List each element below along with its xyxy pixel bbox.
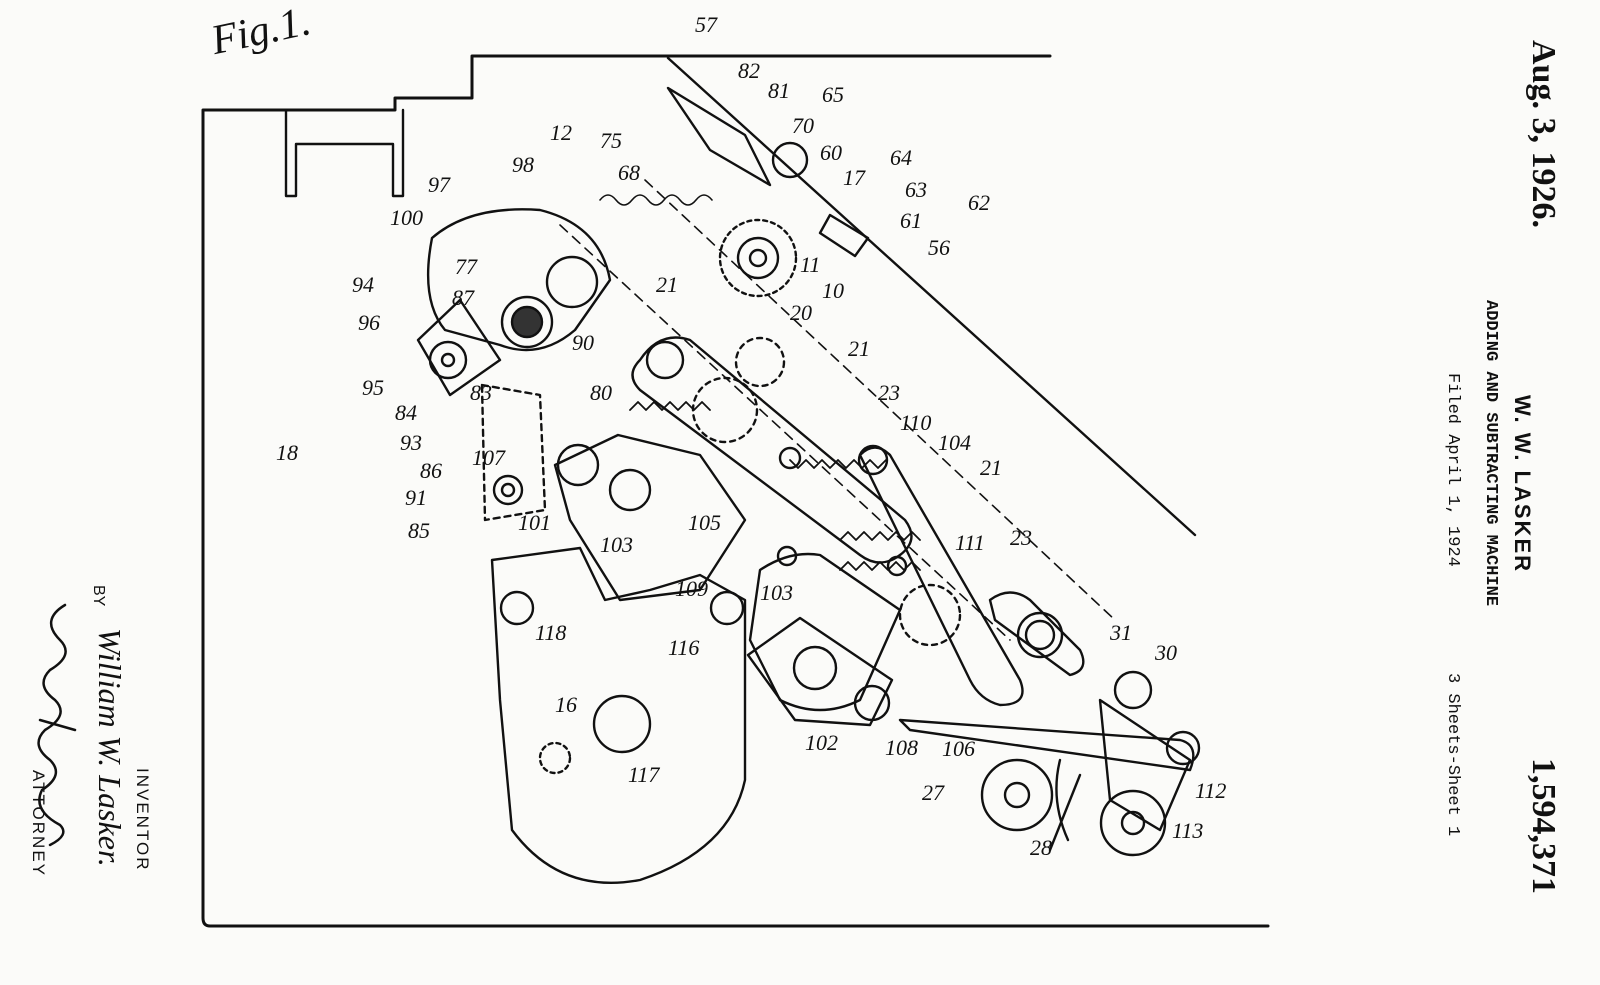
ref-70: 70 <box>792 113 814 138</box>
ref-103a: 103 <box>600 532 633 557</box>
ref-27: 27 <box>922 780 945 805</box>
ref-85: 85 <box>408 518 430 543</box>
inventor-label: INVENTOR <box>133 768 152 872</box>
ref-82: 82 <box>738 58 760 83</box>
ref-28: 28 <box>1030 835 1052 860</box>
ref-75: 75 <box>600 128 622 153</box>
ref-81: 81 <box>768 78 790 103</box>
frame-outline <box>201 54 1270 928</box>
ref-64: 64 <box>890 145 912 170</box>
ref-90: 90 <box>572 330 594 355</box>
ref-84: 84 <box>395 400 417 425</box>
ref-96: 96 <box>358 310 380 335</box>
inventor-header-name: W. W. LASKER <box>1510 395 1535 573</box>
ref-65: 65 <box>822 82 844 107</box>
ref-23a: 23 <box>878 380 900 405</box>
patent-number: 1,594,371 <box>1525 758 1562 894</box>
ref-100: 100 <box>390 205 423 230</box>
attorney-signature <box>37 603 77 847</box>
ref-17: 17 <box>843 165 866 190</box>
ref-80: 80 <box>590 380 612 405</box>
ref-98: 98 <box>512 152 534 177</box>
by-label: BY <box>90 585 107 607</box>
ref-106: 106 <box>942 736 975 761</box>
ref-56: 56 <box>928 235 950 260</box>
ref-93: 93 <box>400 430 422 455</box>
ref-77: 77 <box>455 254 478 279</box>
ref-57: 57 <box>695 12 718 37</box>
ref-30: 30 <box>1154 640 1177 665</box>
ref-83: 83 <box>470 380 492 405</box>
ref-21a: 21 <box>656 272 678 297</box>
ref-21c: 21 <box>980 455 1002 480</box>
patent-title: ADDING AND SUBTRACTING MACHINE <box>1481 300 1500 607</box>
ref-12: 12 <box>550 120 572 145</box>
ref-91: 91 <box>405 485 427 510</box>
sheet-count: 3 Sheets-Sheet 1 <box>1443 673 1462 837</box>
ref-112: 112 <box>1195 778 1226 803</box>
ref-97: 97 <box>428 172 451 197</box>
inventor-signature: William W. Lasker. <box>92 628 128 867</box>
patent-date: Aug. 3, 1926. <box>1525 40 1562 228</box>
ref-63: 63 <box>905 177 927 202</box>
ref-116: 116 <box>668 635 699 660</box>
ref-86: 86 <box>420 458 442 483</box>
ref-11: 11 <box>800 252 820 277</box>
ref-111: 111 <box>955 530 985 555</box>
ref-18: 18 <box>276 440 298 465</box>
ref-60: 60 <box>820 140 842 165</box>
ref-104: 104 <box>938 430 971 455</box>
ref-10: 10 <box>822 278 844 303</box>
ref-21b: 21 <box>848 336 870 361</box>
ref-110: 110 <box>900 410 931 435</box>
ref-107: 107 <box>472 445 506 470</box>
ref-118: 118 <box>535 620 566 645</box>
frame-notch <box>284 108 405 198</box>
ref-31: 31 <box>1109 620 1132 645</box>
ref-16: 16 <box>555 692 577 717</box>
ref-23b: 23 <box>1010 525 1032 550</box>
ref-94: 94 <box>352 272 374 297</box>
ref-108: 108 <box>885 735 918 760</box>
ref-61: 61 <box>900 208 922 233</box>
ref-20: 20 <box>790 300 812 325</box>
ref-68: 68 <box>618 160 640 185</box>
ref-105: 105 <box>688 510 721 535</box>
ref-109: 109 <box>675 576 708 601</box>
ref-87: 87 <box>452 285 475 310</box>
ref-62: 62 <box>968 190 990 215</box>
ref-103b: 103 <box>760 580 793 605</box>
ref-102: 102 <box>805 730 838 755</box>
filed-date: Filed April 1, 1924 <box>1443 373 1462 567</box>
ref-95: 95 <box>362 375 384 400</box>
ref-113: 113 <box>1172 818 1203 843</box>
ref-117: 117 <box>628 762 660 787</box>
ref-101: 101 <box>518 510 551 535</box>
